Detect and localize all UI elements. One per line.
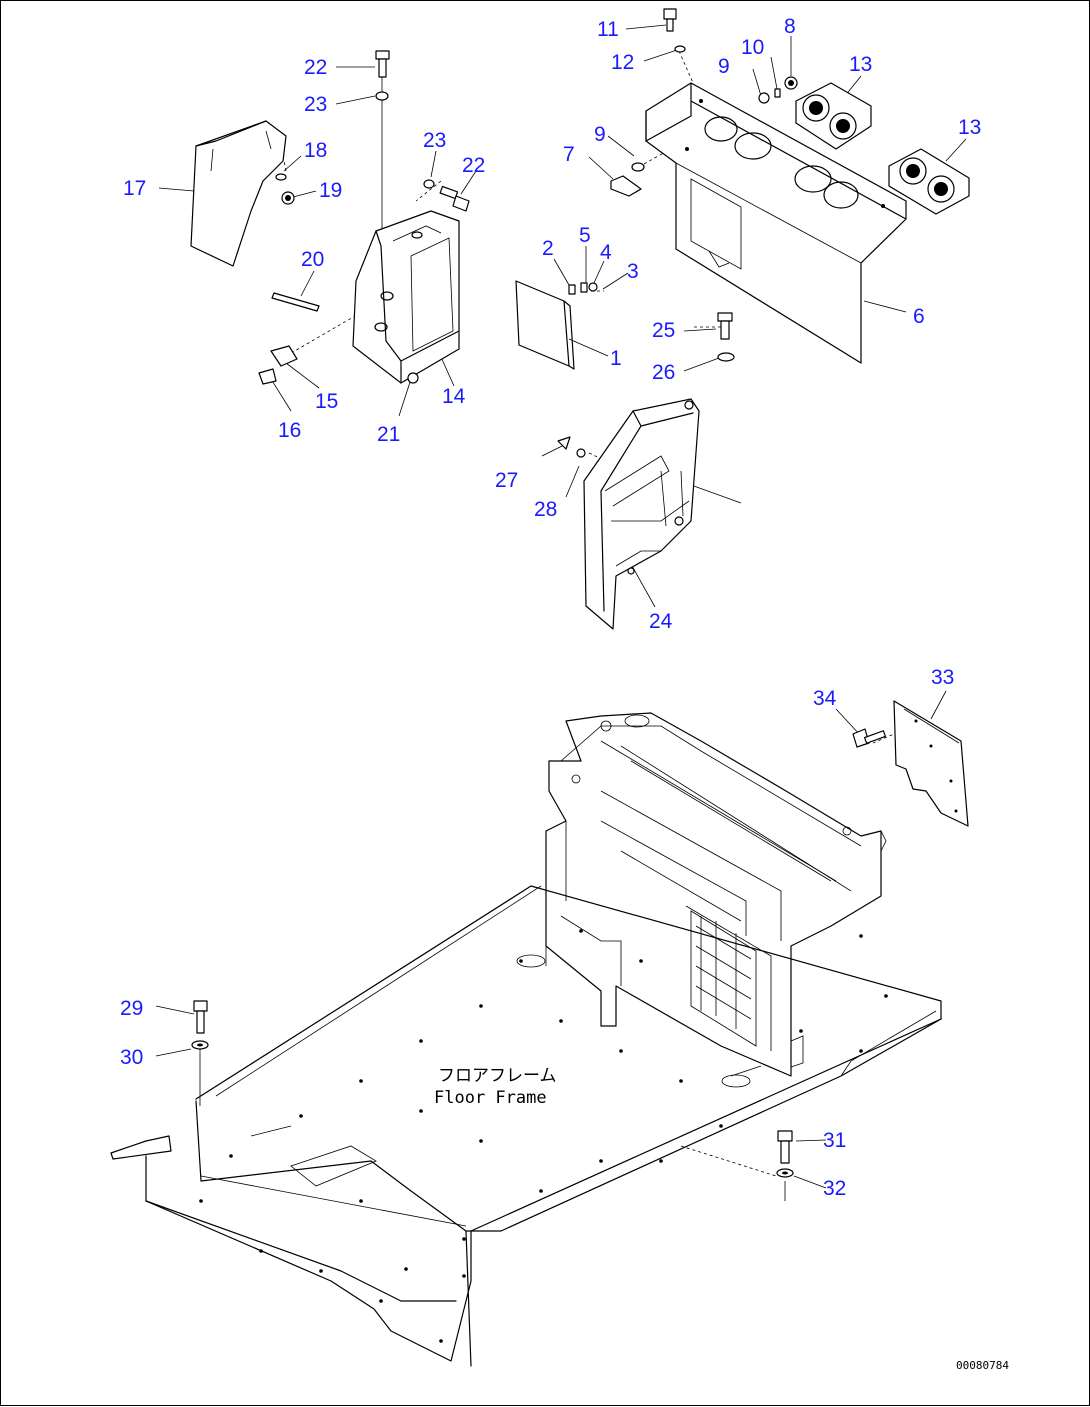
callout-19: 19: [319, 179, 342, 202]
callout-22a: 22: [304, 56, 327, 79]
callout-6: 6: [913, 305, 925, 328]
callout-15: 15: [315, 390, 338, 413]
plate-fasteners: [568, 282, 598, 295]
drawing-code: 00080784: [956, 1359, 1009, 1372]
console-fasteners: [610, 8, 798, 197]
speaker-left: [795, 82, 872, 150]
callout-4: 4: [600, 241, 612, 264]
callout-22b: 22: [462, 154, 485, 177]
fuse-panel: [690, 910, 757, 1047]
floor-holes: [199, 929, 888, 1343]
floor-frame-label-en: Floor Frame: [434, 1088, 547, 1108]
callout-10: 10: [741, 36, 764, 59]
callout-25: 25: [652, 319, 675, 342]
cover-panel: [190, 120, 287, 267]
plate-cover: [515, 280, 575, 370]
callout-34: 34: [813, 687, 837, 710]
callout-9b: 9: [594, 123, 606, 146]
callout-20: 20: [301, 248, 324, 271]
floor-frame: [110, 885, 942, 1367]
speaker-right: [888, 148, 970, 215]
seat-stand: [545, 712, 887, 1077]
callout-31: 31: [823, 1129, 846, 1152]
side-bolt: [423, 179, 470, 212]
callout-11: 11: [597, 18, 619, 41]
callout-5: 5: [579, 224, 591, 247]
callout-3: 3: [627, 260, 639, 283]
callout-24: 24: [649, 610, 673, 633]
bolt-29: [191, 1000, 209, 1050]
floor-frame-label-jp: フロアフレーム: [438, 1066, 557, 1086]
bolt-31: [776, 1130, 794, 1178]
side-cover-bracket: [352, 210, 460, 384]
top-bolt: [375, 50, 390, 101]
bolt-34: [852, 728, 887, 748]
callout-23b: 23: [423, 129, 446, 152]
callout-32: 32: [823, 1177, 846, 1200]
callout-14: 14: [442, 385, 466, 408]
console-panel: [645, 82, 907, 364]
callout-18: 18: [304, 139, 327, 162]
callout-8: 8: [784, 15, 796, 38]
callout-7: 7: [563, 143, 575, 166]
callout-33: 33: [931, 666, 954, 689]
small-fasteners-left: [275, 173, 295, 205]
callout-1: 1: [610, 347, 622, 370]
callout-21: 21: [377, 423, 400, 446]
callout-29: 29: [120, 997, 143, 1020]
bolt-washer-25: [717, 312, 735, 362]
callout-27: 27: [495, 469, 518, 492]
callout-12: 12: [611, 51, 634, 74]
callout-13b: 13: [958, 116, 981, 139]
callout-16: 16: [278, 419, 301, 442]
rod: [271, 292, 320, 312]
callout-30: 30: [120, 1046, 143, 1069]
callout-17: 17: [123, 177, 146, 200]
bracket-fasteners: [557, 436, 586, 458]
callout-9a: 9: [718, 55, 730, 78]
callout-23a: 23: [304, 93, 327, 116]
callout-13a: 13: [849, 53, 872, 76]
callout-labels: 11 12 10 8 9 13 13 9 7 22 23 23 22 18 19…: [120, 15, 981, 1200]
lock-parts: [258, 345, 298, 385]
callout-28: 28: [534, 498, 557, 521]
callout-2: 2: [542, 237, 554, 260]
rear-plate: [893, 700, 969, 827]
side-bracket: [583, 398, 700, 630]
callout-26: 26: [652, 361, 675, 384]
